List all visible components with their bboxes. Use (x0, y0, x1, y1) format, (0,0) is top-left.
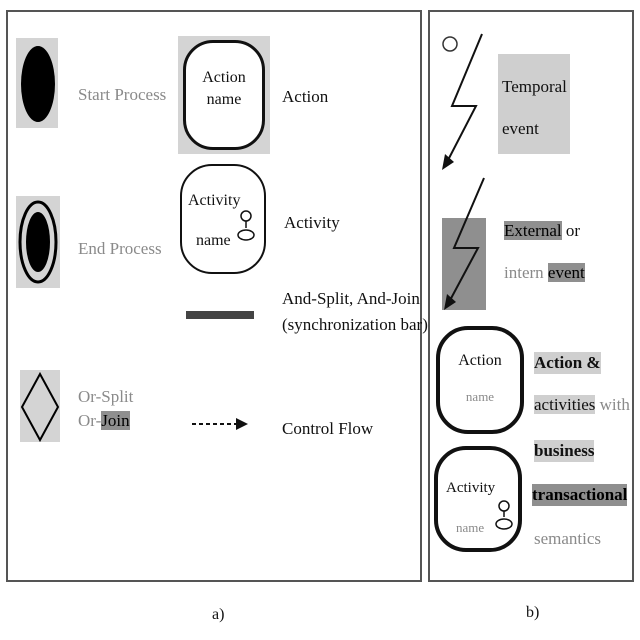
sync-bar (186, 311, 254, 319)
activity-shape-a-line2: name (196, 232, 231, 249)
activity-shape-b: Activity name (434, 446, 522, 552)
external-event-event: event (547, 263, 585, 282)
or-split-shade (20, 370, 60, 442)
activity-shape-a-line1: Activity (188, 192, 241, 209)
activity-label-a: Activity (284, 213, 340, 232)
action-shape-a: Action name (183, 40, 265, 150)
activity-shape-a: Activity name (180, 164, 266, 274)
start-process-symbol (21, 46, 55, 122)
or-split-symbol (20, 371, 60, 443)
bt-line2: activities with (534, 394, 630, 416)
external-event-line1: External or (504, 220, 580, 242)
panel-b-caption: b) (526, 604, 540, 621)
sync-label-line1: And-Split, And-Join (282, 289, 420, 308)
temporal-event-line2: event (502, 119, 539, 138)
action-shape-b-line1: Action (458, 352, 502, 369)
activity-subprocess-icon (237, 210, 255, 241)
or-split-label-line1: Or-Split (78, 387, 134, 406)
bt-line2-hl: activities (534, 395, 596, 414)
or-split-label-line2: Or-Join (78, 410, 130, 432)
action-shape-a-line2: name (206, 91, 242, 108)
temporal-event-label-bg (498, 54, 570, 154)
end-process-label: End Process (78, 239, 162, 258)
or-split-label-pre: Or- (78, 411, 102, 430)
external-event-symbol (444, 177, 485, 310)
action-label-a: Action (282, 87, 329, 106)
action-shape-a-line1: Action (202, 69, 246, 86)
external-event-line2: intern event (504, 262, 585, 284)
temporal-event-symbol (442, 33, 483, 170)
action-shape-b-line2: name (465, 389, 495, 404)
external-event-or: or (561, 221, 581, 240)
external-event-intern: intern (504, 263, 548, 282)
bt-line1: Action & (534, 352, 601, 374)
activity-b-subprocess-icon (495, 500, 513, 530)
start-process-label: Start Process (78, 85, 167, 104)
bt-line5: semantics (534, 529, 602, 548)
or-split-label-join: Join (101, 411, 130, 430)
external-event-hl: External (504, 221, 562, 240)
end-process-symbol (18, 200, 58, 284)
action-shape-b: Action name (436, 326, 524, 434)
bt-line2-rest: with (595, 395, 630, 414)
external-event-shade (442, 218, 486, 310)
bt-line3: business (534, 440, 595, 462)
control-flow-arrow (192, 418, 248, 430)
bt-line4: transactional (532, 484, 628, 506)
temporal-event-line1: Temporal (502, 77, 567, 96)
panel-a-caption: a) (212, 606, 225, 623)
activity-shape-b-line1: Activity (446, 480, 496, 496)
sync-label-line2: (synchronization bar) (282, 315, 428, 334)
control-flow-label: Control Flow (282, 419, 374, 438)
activity-shape-b-line2: name (456, 520, 485, 535)
